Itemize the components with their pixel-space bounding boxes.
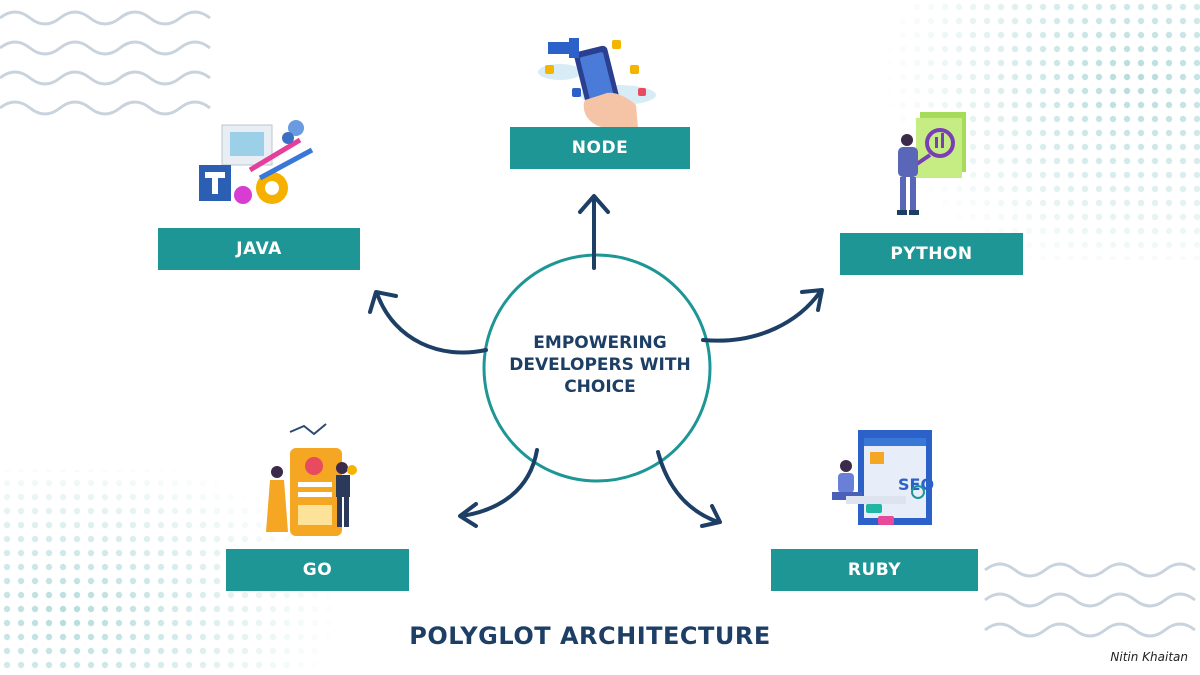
ruby-label: RUBY xyxy=(847,560,902,580)
arrow-to-ruby xyxy=(656,450,722,528)
java-tools-illustration xyxy=(199,120,314,204)
python-analyst-illustration xyxy=(897,112,966,215)
go-label: GO xyxy=(302,560,333,580)
node-phone-illustration xyxy=(538,38,656,128)
ruby-box: RUBY xyxy=(771,549,978,591)
author-credit: Nitin Khaitan xyxy=(1110,650,1188,664)
arrow-to-python xyxy=(701,288,824,343)
center-circle xyxy=(482,253,712,483)
center-line-1: EMPOWERING xyxy=(533,333,667,353)
center-line-3: CHOICE xyxy=(564,377,636,397)
arrow-to-node xyxy=(578,194,610,270)
python-label: PYTHON xyxy=(890,244,973,264)
wave-pattern-top-left xyxy=(0,10,211,116)
diagram-title: POLYGLOT ARCHITECTURE xyxy=(409,622,771,650)
arrow-to-java xyxy=(368,290,488,355)
center-statement: EMPOWERING DEVELOPERS WITH CHOICE xyxy=(490,332,710,398)
node-box: NODE xyxy=(510,127,690,169)
go-box: GO xyxy=(226,549,409,591)
ruby-seo-illustration: SEO xyxy=(832,430,934,525)
arrow-to-go xyxy=(458,448,539,528)
node-label: NODE xyxy=(571,138,629,158)
center-line-2: DEVELOPERS WITH xyxy=(509,355,691,375)
seo-screen-text: SEO xyxy=(898,475,934,494)
python-box: PYTHON xyxy=(840,233,1023,275)
wave-pattern-bottom-right xyxy=(984,562,1196,638)
go-team-illustration xyxy=(266,423,357,536)
java-box: JAVA xyxy=(158,228,360,270)
java-label: JAVA xyxy=(236,239,282,259)
